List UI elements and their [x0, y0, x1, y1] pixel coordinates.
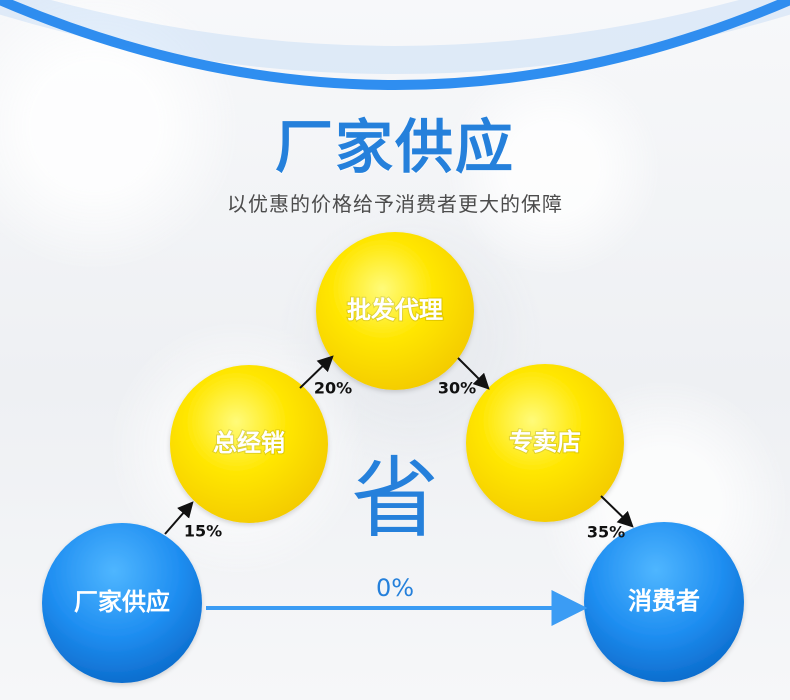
arrow-general-to-wholesale: [299, 355, 334, 389]
page-subtitle: 以优惠的价格给予消费者更大的保障: [227, 192, 563, 216]
rate-direct: 0%: [376, 574, 414, 602]
consumer-label: 消费者: [628, 587, 700, 615]
factory-circle: [42, 523, 202, 683]
arrow-store-to-consumer: [600, 495, 634, 528]
rate-general-to-wholesale: 20%: [314, 379, 352, 398]
arrow-wholesale-to-store: [457, 357, 490, 390]
wholesale-agent-label: 批发代理: [347, 296, 443, 324]
rate-factory-to-general: 15%: [184, 522, 222, 541]
wholesale-agent-circle: [316, 232, 474, 390]
save-character: 省: [351, 447, 439, 550]
specialty-store-label: 专卖店: [509, 428, 581, 456]
page-title: 厂家供应: [274, 113, 515, 181]
rate-store-to-consumer: 35%: [587, 523, 625, 542]
consumer-circle: [584, 522, 744, 682]
arrow-factory-to-general: [164, 501, 194, 535]
general-distributor-label: 总经销: [213, 429, 285, 457]
rate-wholesale-to-store: 30%: [438, 379, 476, 398]
factory-label: 厂家供应: [74, 588, 170, 616]
general-distributor-circle: [170, 365, 328, 523]
specialty-store-circle: [466, 364, 624, 522]
top-arc-graphic: [0, 0, 790, 90]
